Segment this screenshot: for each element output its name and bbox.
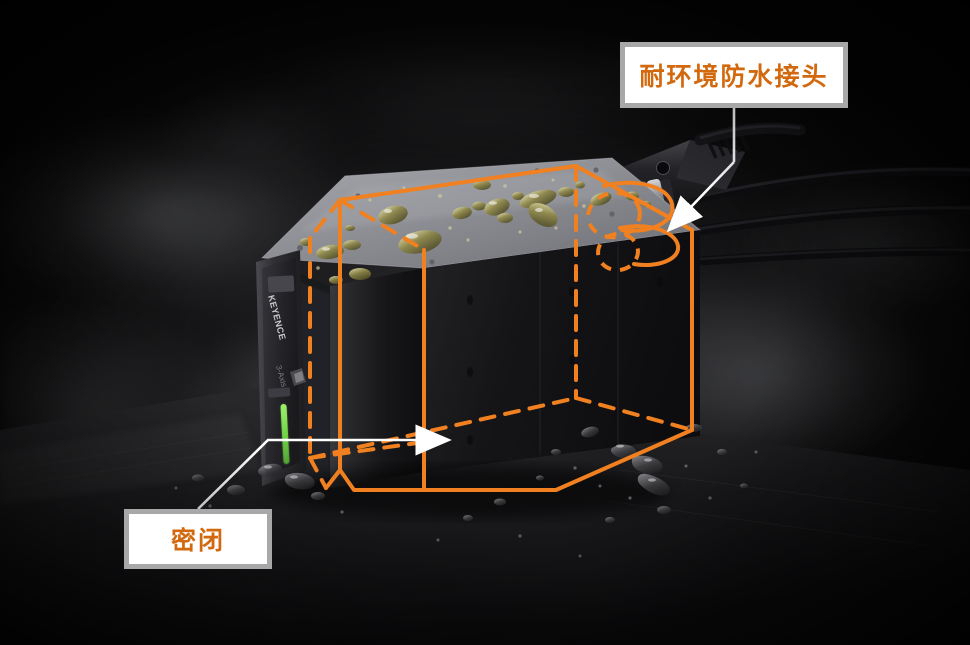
callout-sealed-housing: 密闭 bbox=[124, 509, 272, 569]
callout-label-text: 密闭 bbox=[170, 527, 225, 555]
callout-label-text: 耐环境防水接头 bbox=[639, 63, 829, 91]
callout-waterproof-connector: 耐环境防水接头 bbox=[620, 42, 848, 108]
